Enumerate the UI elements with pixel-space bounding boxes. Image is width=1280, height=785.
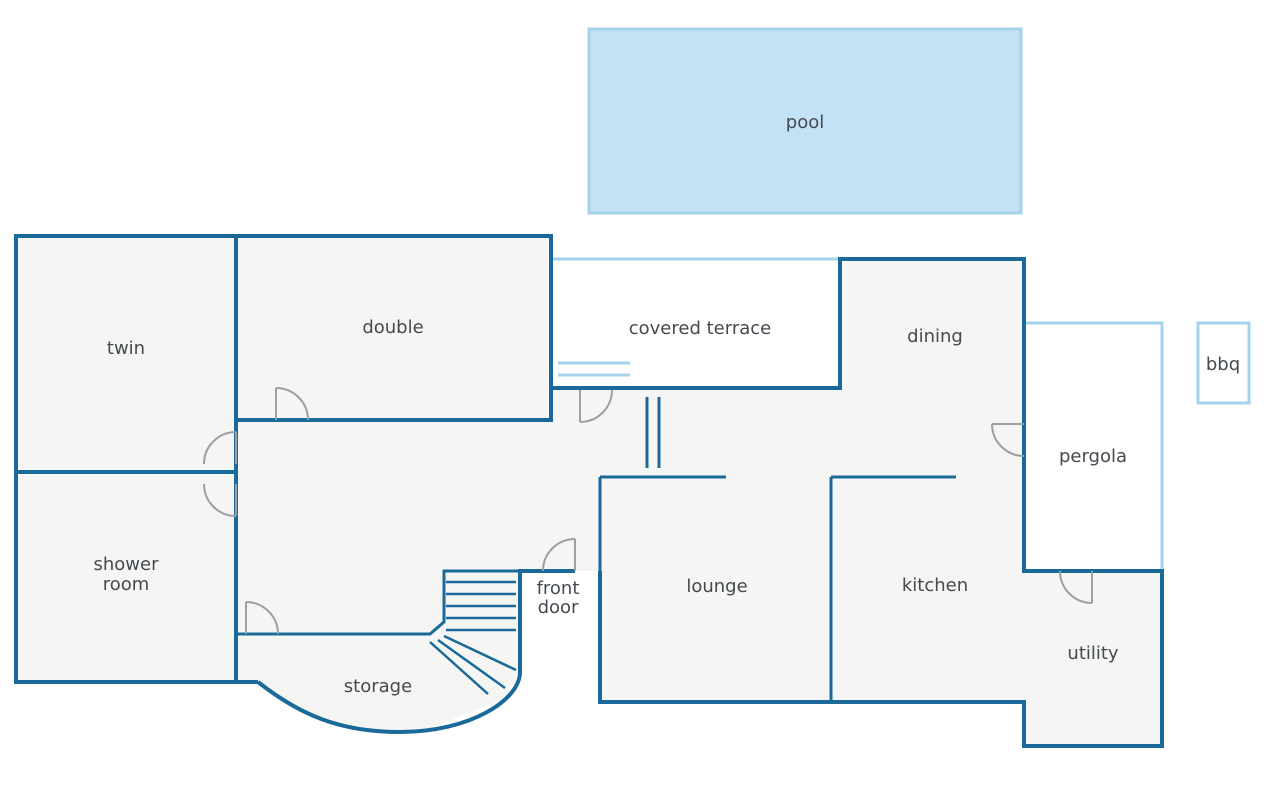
staircase <box>429 580 517 695</box>
front-door-swing <box>542 538 576 572</box>
label-shower-room-line1: shower <box>94 554 160 575</box>
pergola-outline <box>1024 321 1164 571</box>
label-front-door-line2: door <box>538 597 579 618</box>
label-dining: dining <box>907 326 963 347</box>
label-pergola: pergola <box>1059 446 1127 467</box>
label-bbq: bbq <box>1206 354 1240 375</box>
door-utility <box>1059 570 1093 604</box>
pool <box>587 27 1023 215</box>
label-pool: pool <box>786 112 824 133</box>
wall-storage <box>236 569 520 636</box>
house-floor <box>16 236 1162 746</box>
label-double: double <box>362 317 423 338</box>
label-shower-room-line2: room <box>103 574 150 595</box>
label-storage: storage <box>344 676 412 697</box>
door-shower-room <box>203 483 237 517</box>
door-terrace <box>579 389 613 423</box>
wall-double-bottom <box>236 388 553 422</box>
door-storage <box>245 601 279 635</box>
storage-curved-wall <box>256 569 575 735</box>
outer-wall-main <box>14 234 1164 748</box>
label-twin: twin <box>107 338 145 359</box>
label-covered-terrace: covered terrace <box>629 318 771 339</box>
door-dining-pergola <box>991 423 1025 457</box>
label-lounge: lounge <box>686 576 747 597</box>
bbq-area <box>1196 321 1251 405</box>
label-utility: utility <box>1067 643 1119 664</box>
label-front-door-line1: front <box>537 578 580 599</box>
door-double <box>275 387 309 421</box>
label-kitchen: kitchen <box>902 575 968 596</box>
door-twin <box>203 431 237 465</box>
